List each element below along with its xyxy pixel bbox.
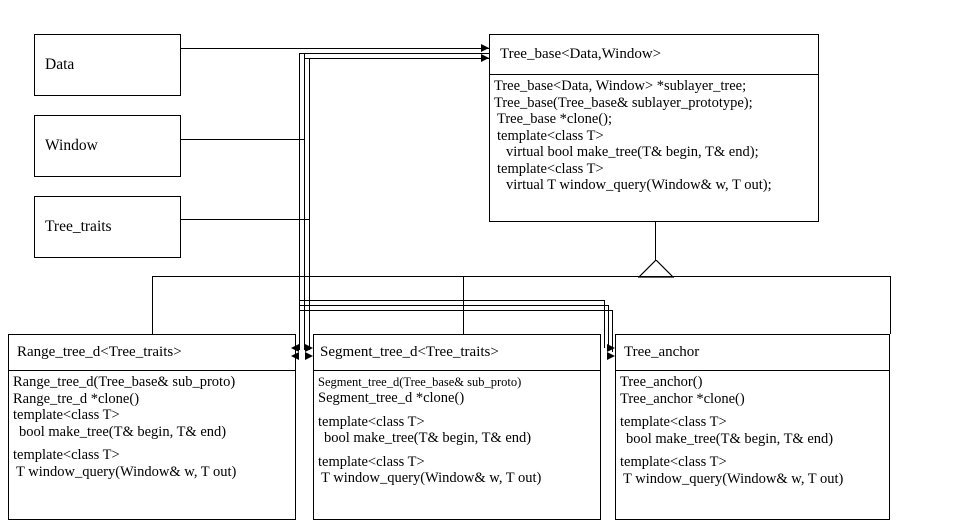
member-line: template<class T> — [620, 454, 727, 470]
member-line: template<class T> — [497, 160, 604, 177]
member-line: template<class T> — [620, 414, 727, 430]
member-line: Range_tre_d *clone() — [13, 390, 140, 407]
class-box-data[interactable]: Data — [34, 34, 181, 96]
member-line: bool make_tree(T& begin, T& end) — [626, 430, 834, 447]
member-line: Segment_tree_d *clone() — [318, 390, 465, 406]
member-line: Range_tree_d(Tree_base& sub_proto) — [13, 374, 236, 390]
arrowhead-into-range-tree-d-2 — [291, 352, 299, 360]
inheritance-stem — [655, 222, 656, 262]
arrowhead-into-tree-anchor-1 — [607, 344, 615, 352]
inheritance-drop-range-tree-d — [152, 276, 153, 334]
member-line: virtual T window_query(Window& w, T out)… — [506, 177, 772, 193]
arrowhead-into-segment-tree-d-2 — [305, 352, 313, 360]
class-name-tree-base: Tree_base<Data,Window> — [490, 35, 818, 75]
assoc-line-data-to-tree-base — [181, 48, 489, 49]
member-line: bool make_tree(T& begin, T& end) — [19, 423, 227, 440]
member-line: template<class T> — [13, 447, 120, 463]
member-line: template<class T> — [318, 453, 425, 470]
assoc-riser-tree-anchor-3 — [612, 310, 613, 352]
assoc-branch-to-tree-anchor-3 — [299, 310, 612, 311]
member-line: template<class T> — [13, 407, 120, 423]
assoc-line-tree-traits-to-tree-base — [304, 58, 489, 59]
member-line: template<class T> — [318, 413, 425, 430]
class-box-range-tree-d[interactable]: Range_tree_d<Tree_traits> Range_tree_d(T… — [8, 334, 296, 520]
member-line: Tree_base *clone(); — [497, 111, 613, 127]
inheritance-bus — [152, 276, 891, 277]
class-name-segment-tree-d: Segment_tree_d<Tree_traits> — [314, 335, 600, 371]
assoc-branch-to-tree-anchor-1 — [299, 300, 604, 301]
class-box-window[interactable]: Window — [34, 115, 181, 177]
class-box-tree-traits[interactable]: Tree_traits — [34, 196, 181, 258]
class-box-segment-tree-d[interactable]: Segment_tree_d<Tree_traits> Segment_tree… — [313, 334, 601, 520]
class-name-tree-anchor: Tree_anchor — [616, 335, 889, 371]
member-line: T window_query(Window& w, T out) — [16, 463, 237, 480]
member-line: template<class T> — [497, 127, 604, 144]
assoc-line-window-to-tree-base — [299, 53, 489, 54]
class-members-tree-anchor: Tree_anchor() Tree_anchor *clone() templ… — [616, 371, 889, 489]
assoc-column-line-3 — [309, 58, 310, 350]
class-members-range-tree-d: Range_tree_d(Tree_base& sub_proto) Range… — [9, 371, 295, 482]
member-line: T window_query(Window& w, T out) — [623, 470, 844, 487]
assoc-column-line-1 — [299, 53, 300, 350]
inheritance-drop-tree-anchor — [890, 276, 891, 334]
arrowhead-into-tree-base-1 — [481, 44, 489, 52]
class-members-tree-base: Tree_base<Data, Window> *sublayer_tree; … — [490, 75, 818, 196]
class-name-range-tree-d: Range_tree_d<Tree_traits> — [9, 335, 295, 371]
inheritance-drop-segment-tree-d — [463, 276, 464, 334]
assoc-stub-tree-traits — [181, 219, 309, 220]
arrowhead-into-segment-tree-d-1 — [305, 344, 313, 352]
inheritance-triangle-icon — [638, 260, 674, 278]
class-name-window: Window — [35, 116, 180, 176]
assoc-branch-to-tree-anchor-2 — [299, 305, 608, 306]
class-members-segment-tree-d: Segment_tree_d(Tree_base& sub_proto) Seg… — [314, 371, 600, 489]
class-box-tree-base[interactable]: Tree_base<Data,Window> Tree_base<Data, W… — [489, 34, 819, 222]
member-line: T window_query(Window& w, T out) — [321, 470, 542, 486]
arrowhead-into-tree-base-2 — [481, 54, 489, 62]
arrowhead-into-range-tree-d-1 — [291, 344, 299, 352]
assoc-stub-window — [181, 139, 304, 140]
assoc-column-line-2 — [304, 53, 305, 350]
member-line: Segment_tree_d(Tree_base& sub_proto) — [318, 375, 522, 389]
member-line: virtual bool make_tree(T& begin, T& end)… — [506, 144, 759, 160]
member-line: Tree_anchor *clone() — [620, 390, 745, 407]
member-line: Tree_base<Data, Window> *sublayer_tree; — [494, 78, 747, 94]
assoc-riser-tree-anchor-1 — [604, 300, 605, 348]
arrowhead-into-tree-anchor-2 — [607, 352, 615, 360]
assoc-riser-tree-anchor-2 — [608, 305, 609, 350]
member-line: Tree_base(Tree_base& sublayer_prototype)… — [494, 94, 753, 111]
member-line: bool make_tree(T& begin, T& end) — [324, 430, 532, 446]
member-line: Tree_anchor() — [620, 374, 703, 390]
class-box-tree-anchor[interactable]: Tree_anchor Tree_anchor() Tree_anchor *c… — [615, 334, 890, 520]
class-name-tree-traits: Tree_traits — [35, 197, 180, 257]
class-name-data: Data — [35, 35, 180, 95]
